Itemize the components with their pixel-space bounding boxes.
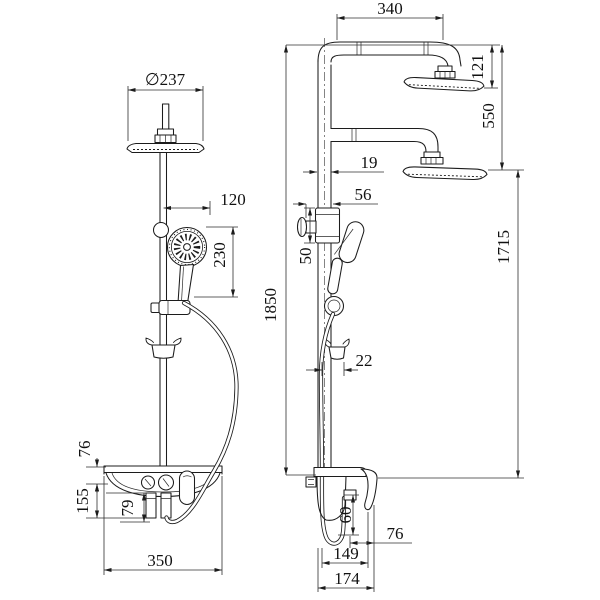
dim-deck-width: 350 — [147, 551, 173, 570]
dim-slider-reach: 56 — [355, 185, 372, 204]
front-dimensions: ∅237 120 230 76 155 79 350 — [73, 70, 246, 575]
dim-arm-reach: 340 — [377, 0, 403, 18]
dim-overall-height: 1850 — [261, 288, 280, 322]
upper-head — [403, 76, 485, 92]
dim-under-body-height: 79 — [118, 500, 137, 517]
side-dimensions: 340 1850 121 550 1715 19 56 50 — [261, 0, 524, 592]
right-union — [160, 492, 172, 519]
hand-shower-side — [327, 221, 365, 295]
dim-upper-head-drop: 121 — [468, 54, 487, 80]
dim-hook-depth: 22 — [356, 351, 373, 370]
dim-hand-shower-span: 230 — [210, 242, 229, 268]
dim-slider-height: 50 — [296, 248, 315, 265]
hand-shower — [166, 226, 208, 304]
mixer-lever-side — [360, 468, 378, 511]
diverter-lever — [178, 470, 196, 506]
mixer-deck — [103, 465, 223, 519]
dim-lower-head-height: 1715 — [494, 230, 513, 264]
dim-handle-offset: 76 — [387, 524, 404, 543]
soap-hook — [145, 337, 182, 359]
dim-lower-head-drop: 550 — [479, 103, 498, 129]
mixer-body-side — [305, 466, 378, 521]
front-view: ∅237 120 230 76 155 79 350 — [73, 70, 246, 575]
dim-pipe-width: 19 — [361, 153, 378, 172]
dim-hand-shower-offset: 120 — [220, 190, 246, 209]
shower-hose-side — [318, 311, 347, 546]
upper-arm — [317, 41, 485, 92]
side-view: 340 1850 121 550 1715 19 56 50 — [261, 0, 524, 592]
left-union — [145, 492, 157, 519]
soap-hook-side — [324, 338, 350, 360]
slider-lock-knob — [296, 216, 308, 238]
shower-hose-front — [164, 300, 239, 525]
dim-deck-rise: 76 — [75, 441, 94, 458]
lower-head — [402, 166, 488, 180]
overhead-shower — [126, 103, 205, 154]
dim-head-diameter: ∅237 — [145, 70, 186, 89]
lower-arm — [330, 127, 488, 180]
dim-overall-depth: 174 — [334, 569, 360, 588]
slider-knob-front — [152, 221, 170, 239]
dim-body-depth: 149 — [333, 544, 359, 563]
dim-deck-depth: 155 — [73, 488, 92, 514]
dim-outlet-height: 60 — [336, 507, 355, 524]
holder-ring-side — [323, 295, 345, 317]
slider-assembly — [296, 207, 341, 244]
